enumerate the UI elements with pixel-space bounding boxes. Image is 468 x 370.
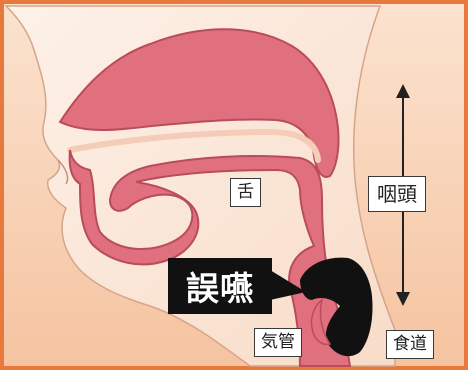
trachea-opening [310, 298, 332, 346]
aspiration-callout: 誤嚥 [168, 258, 272, 314]
palate-line [67, 128, 321, 163]
lip-detail [57, 159, 69, 185]
trachea-label: 気管 [254, 328, 302, 357]
callout-pointer [270, 270, 306, 300]
tongue-label: 舌 [230, 178, 261, 207]
pharynx-label: 咽頭 [368, 176, 426, 212]
esophagus-label: 食道 [386, 330, 434, 359]
bolus [300, 257, 373, 357]
nasal-cavity [58, 28, 340, 178]
